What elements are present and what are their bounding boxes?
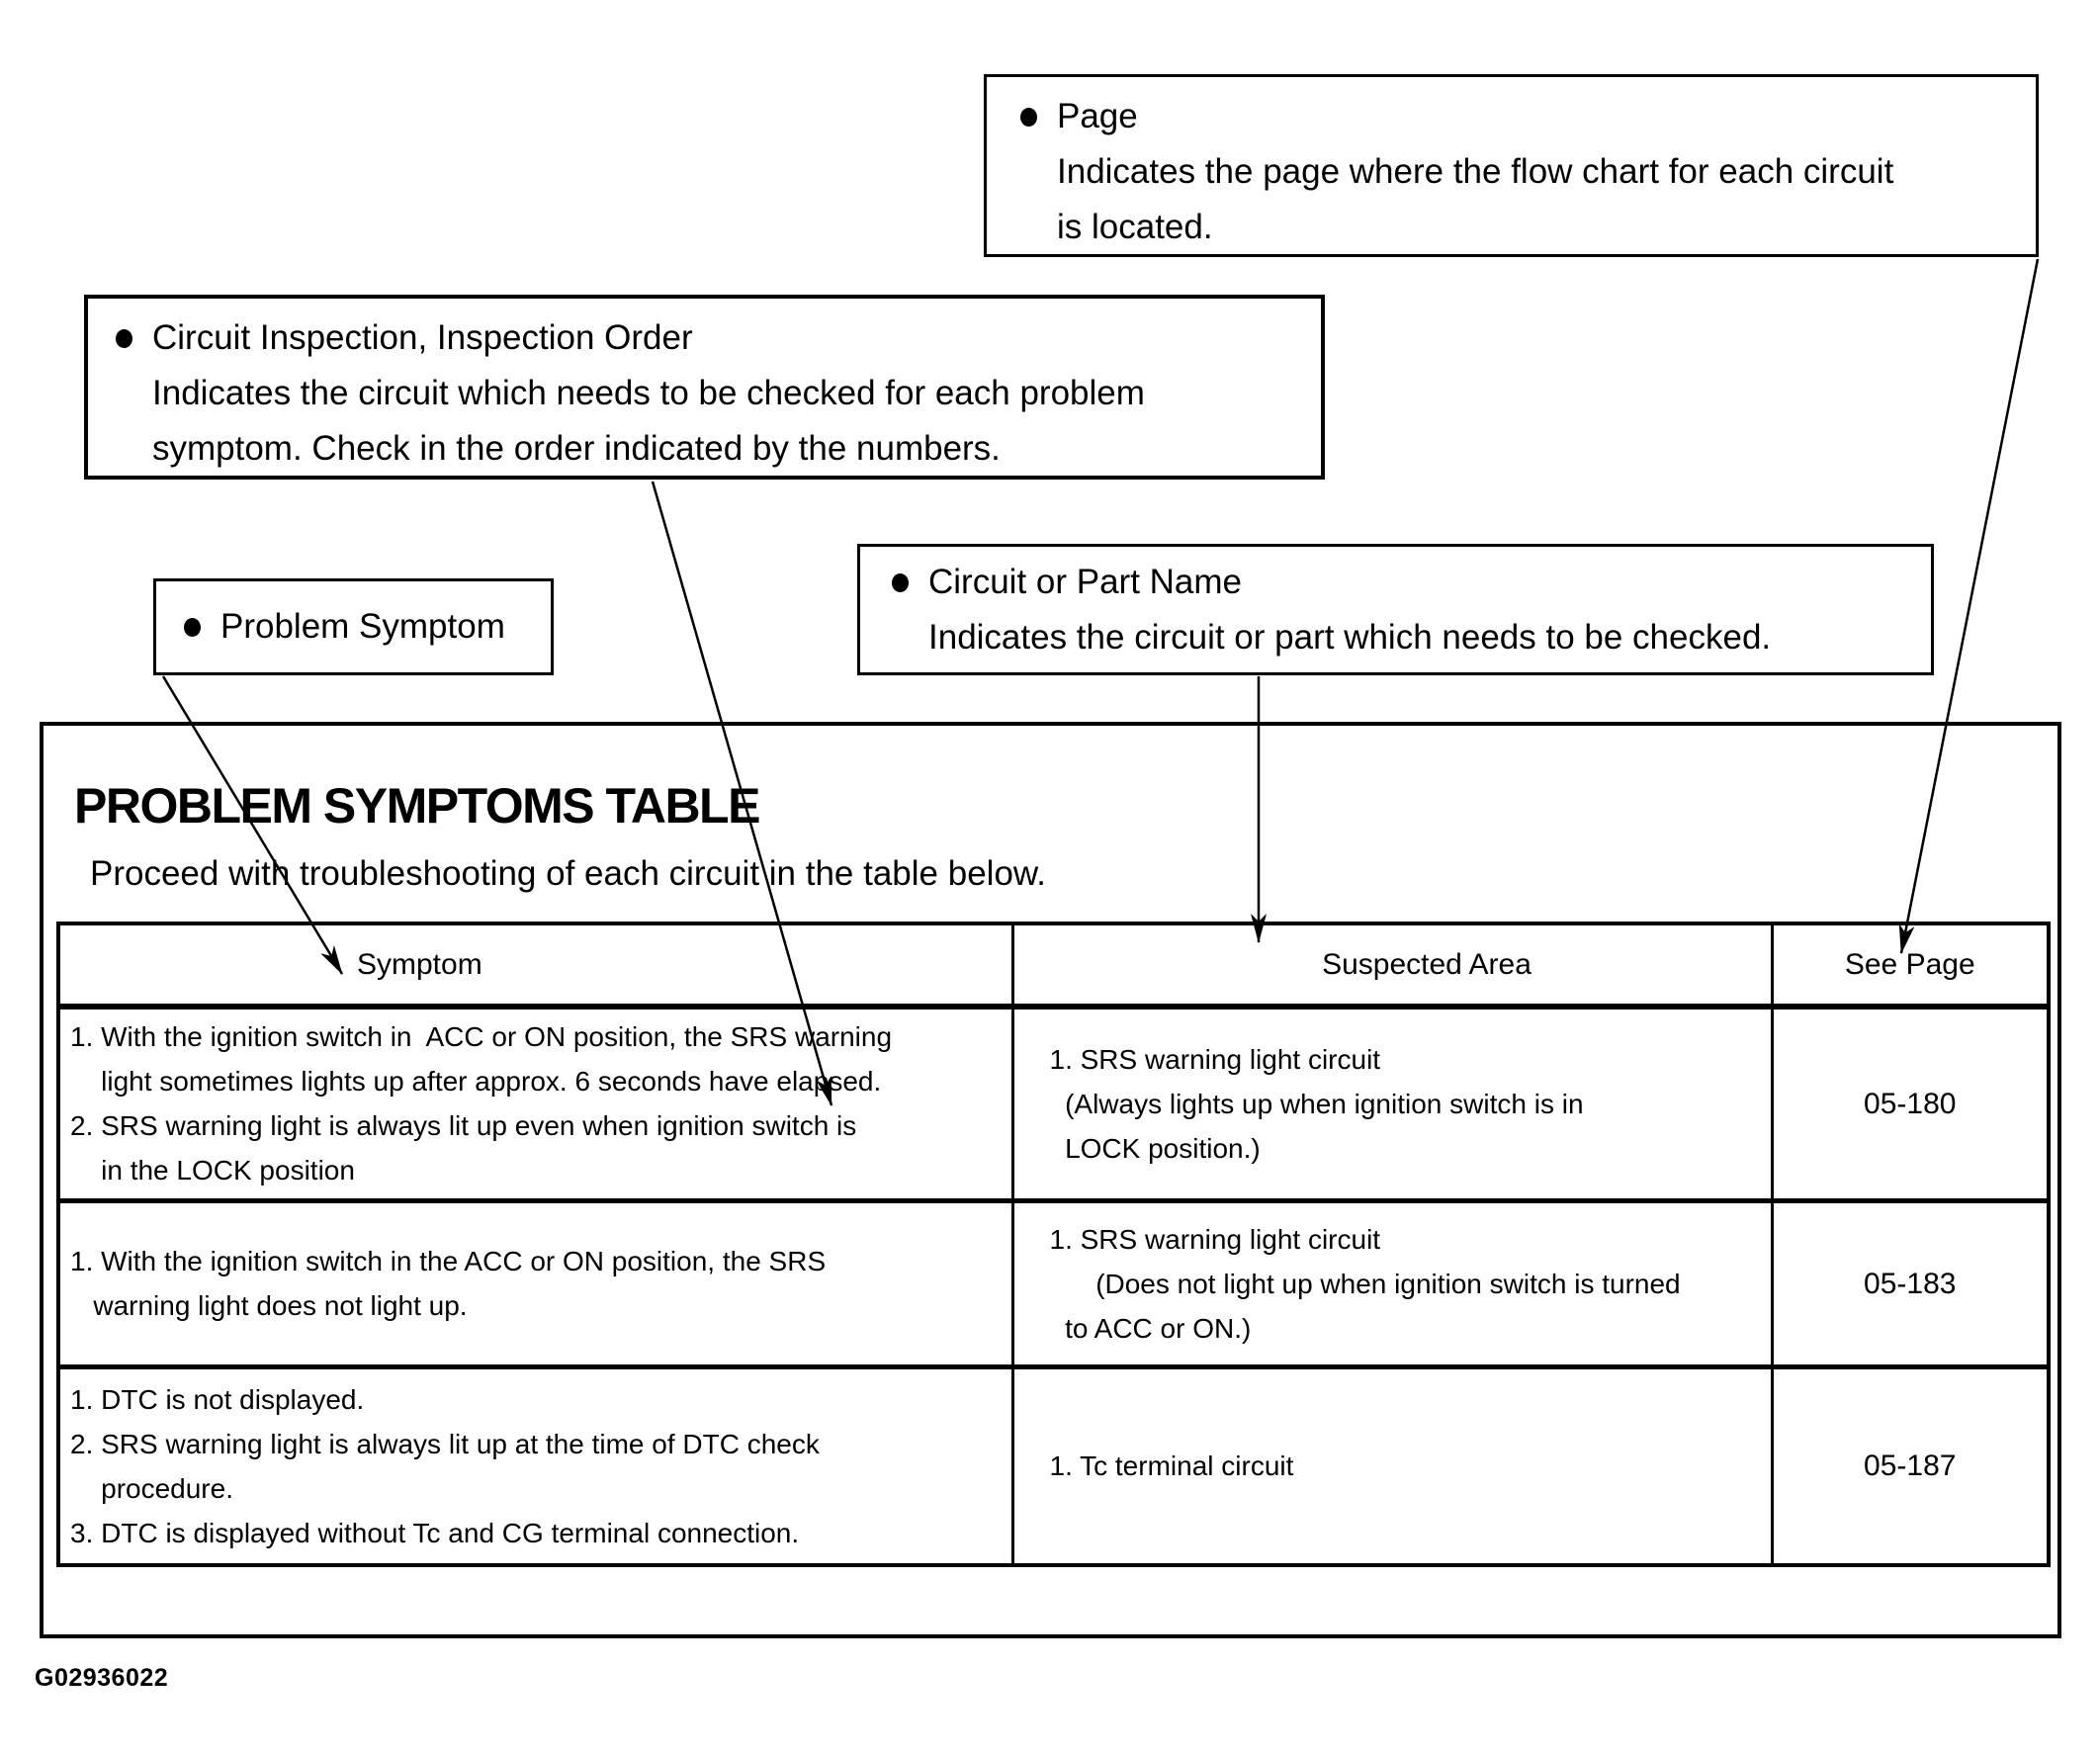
callout-circuit-inspection: Circuit Inspection, Inspection Order Ind… bbox=[84, 295, 1325, 480]
symptom-cell: 1. With the ignition switch in the ACC o… bbox=[56, 1198, 1014, 1369]
col-header-symptom: Symptom bbox=[56, 922, 1014, 1010]
callout-page-title-row: Page bbox=[1020, 89, 2018, 144]
col-header-see-page: See Page bbox=[1770, 922, 2051, 1010]
table-row: 1. With the ignition switch in ACC or ON… bbox=[56, 1005, 2051, 1203]
table-row: 1. With the ignition switch in the ACC o… bbox=[56, 1198, 2051, 1369]
table-row: 1. DTC is not displayed. 2. SRS warning … bbox=[56, 1364, 2051, 1567]
callout-problem-symptom-title: Problem Symptom bbox=[220, 607, 505, 646]
callout-problem-symptom-title-row: Problem Symptom bbox=[184, 599, 505, 655]
callout-page: Page Indicates the page where the flow c… bbox=[984, 74, 2039, 257]
suspected-area-cell: 1. Tc terminal circuit bbox=[1010, 1364, 1774, 1567]
col-header-suspected-area: Suspected Area bbox=[1010, 922, 1774, 1010]
callout-circuit-or-part-name-title: Circuit or Part Name bbox=[928, 563, 1243, 601]
callout-circuit-or-part-name-body: Indicates the circuit or part which need… bbox=[928, 618, 1772, 657]
callout-problem-symptom: Problem Symptom bbox=[153, 578, 554, 675]
problem-symptoms-panel: PROBLEM SYMPTOMS TABLE Proceed with trou… bbox=[40, 722, 2061, 1638]
suspected-area-cell: 1. SRS warning light circuit (Does not l… bbox=[1010, 1198, 1774, 1369]
callout-page-body: Indicates the page where the flow chart … bbox=[1057, 152, 1894, 246]
callout-circuit-inspection-body: Indicates the circuit which needs to be … bbox=[152, 374, 1145, 468]
panel-subtitle: Proceed with troubleshooting of each cir… bbox=[90, 854, 1046, 893]
panel-title: PROBLEM SYMPTOMS TABLE bbox=[74, 778, 760, 834]
bullet-icon bbox=[892, 572, 909, 592]
symptom-cell: 1. With the ignition switch in ACC or ON… bbox=[56, 1005, 1014, 1203]
see-page-cell: 05-180 bbox=[1770, 1005, 2051, 1203]
bullet-icon bbox=[184, 617, 201, 637]
callout-circuit-inspection-title: Circuit Inspection, Inspection Order bbox=[152, 318, 693, 357]
bullet-icon bbox=[116, 328, 132, 348]
see-page-cell: 05-187 bbox=[1770, 1364, 2051, 1567]
callout-page-title: Page bbox=[1057, 97, 1138, 135]
see-page-cell: 05-183 bbox=[1770, 1198, 2051, 1369]
callout-circuit-or-part-name-title-row: Circuit or Part Name bbox=[892, 555, 1913, 610]
figure-id: G02936022 bbox=[35, 1664, 169, 1692]
callout-circuit-or-part-name: Circuit or Part Name Indicates the circu… bbox=[857, 544, 1934, 675]
symptom-cell: 1. DTC is not displayed. 2. SRS warning … bbox=[56, 1364, 1014, 1567]
bullet-icon bbox=[1020, 107, 1037, 127]
table-header-row: Symptom Suspected Area See Page bbox=[56, 922, 2051, 1010]
symptoms-table: Symptom Suspected Area See Page 1. With … bbox=[56, 922, 2051, 1567]
suspected-area-cell: 1. SRS warning light circuit (Always lig… bbox=[1010, 1005, 1774, 1203]
callout-circuit-inspection-title-row: Circuit Inspection, Inspection Order bbox=[116, 310, 1303, 366]
